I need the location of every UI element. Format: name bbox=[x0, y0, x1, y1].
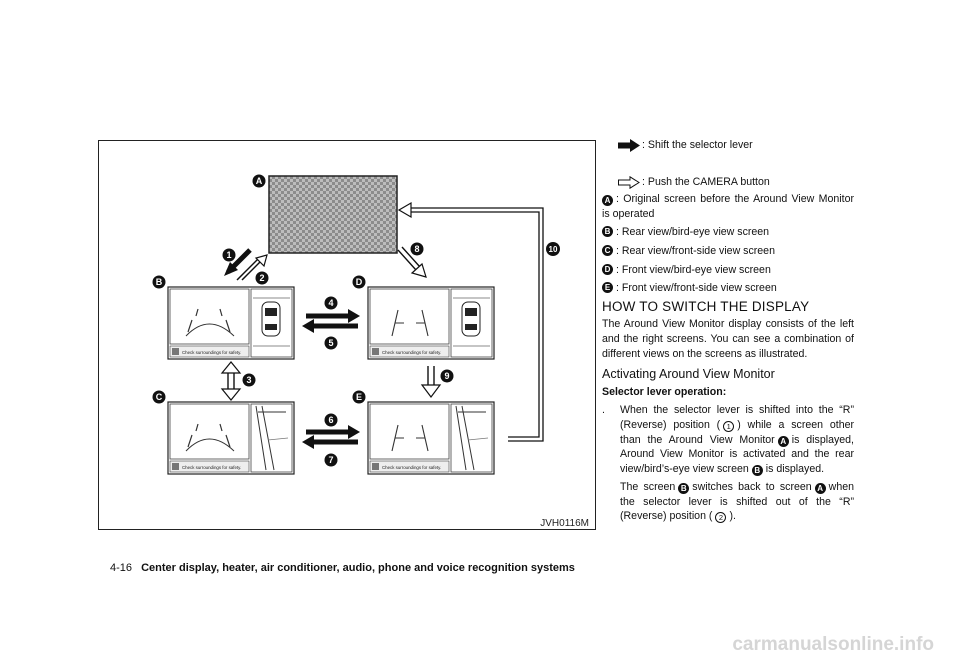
arrow-2 bbox=[236, 254, 268, 281]
section-intro: The Around View Monitor display consists… bbox=[602, 318, 854, 360]
arrow-7 bbox=[302, 435, 358, 449]
svg-text:C: C bbox=[156, 392, 163, 402]
arrow-5 bbox=[302, 319, 358, 333]
page-number: 4-16 bbox=[110, 562, 133, 574]
legend-push-text: : Push the CAMERA button bbox=[642, 175, 770, 188]
marker-e-icon: E bbox=[602, 282, 613, 294]
svg-text:D: D bbox=[356, 277, 363, 287]
svg-text:2: 2 bbox=[259, 273, 264, 283]
around-view-diagram: A Check surroundings for safety. B Check… bbox=[98, 140, 596, 530]
subsection-title: Activating Around View Monitor bbox=[602, 367, 775, 382]
arrow-9 bbox=[420, 366, 442, 398]
text-column: : Shift the selector lever : Push the CA… bbox=[602, 138, 854, 524]
marker-d-icon: D bbox=[602, 263, 613, 275]
step-1-icon: 1 bbox=[723, 420, 735, 432]
step-10: 10 bbox=[546, 242, 560, 256]
bullet-item: . When the selector lever is shifted int… bbox=[602, 403, 854, 524]
svg-text:E: E bbox=[356, 392, 362, 402]
screen-d: Check surroundings for safety. bbox=[367, 286, 495, 360]
legend-item-e-text: : Front view/front-side view screen bbox=[616, 282, 777, 295]
bullet-mark: . bbox=[602, 404, 605, 417]
arrow-6 bbox=[306, 425, 360, 439]
svg-text:3: 3 bbox=[246, 375, 251, 385]
step-8: 8 bbox=[410, 242, 424, 256]
legend-item-b-text: : Rear view/bird-eye view screen bbox=[616, 226, 770, 239]
step-2-icon: 2 bbox=[715, 512, 727, 524]
label-b: B bbox=[152, 275, 166, 289]
legend-item-b: B : Rear view/bird-eye view screen bbox=[602, 225, 854, 240]
section-title: HOW TO SWITCH THE DISPLAY bbox=[602, 298, 810, 314]
svg-text:Check surroundings for safety.: Check surroundings for safety. bbox=[182, 465, 241, 470]
shift-arrow-icon bbox=[618, 139, 640, 152]
marker-b-icon: B bbox=[678, 483, 690, 495]
arrow-4 bbox=[306, 309, 360, 323]
subsection-heading: Selector lever operation: bbox=[602, 385, 727, 398]
svg-text:5: 5 bbox=[328, 338, 333, 348]
page-footer: 4-16 Center display, heater, air conditi… bbox=[110, 562, 575, 574]
screen-e: Check surroundings for safety. bbox=[367, 401, 495, 475]
label-c: C bbox=[152, 390, 166, 404]
screen-b: Check surroundings for safety. bbox=[167, 286, 295, 360]
label-e: E bbox=[352, 390, 366, 404]
screen-c: Check surroundings for safety. bbox=[167, 401, 295, 475]
svg-text:B: B bbox=[156, 277, 163, 287]
push-arrow-icon bbox=[618, 175, 640, 189]
svg-text:7: 7 bbox=[328, 455, 333, 465]
step-5: 5 bbox=[324, 336, 338, 350]
legend-item-c-text: : Rear view/front-side view screen bbox=[616, 244, 775, 257]
step-6: 6 bbox=[324, 413, 338, 427]
arrow-1 bbox=[224, 248, 252, 276]
step-3: 3 bbox=[242, 373, 256, 387]
svg-text:4: 4 bbox=[328, 298, 333, 308]
chapter-title: Center display, heater, air conditioner,… bbox=[141, 562, 575, 574]
svg-text:6: 6 bbox=[328, 415, 333, 425]
marker-a-icon: A bbox=[602, 195, 613, 207]
legend-shift: : Shift the selector lever bbox=[618, 138, 854, 153]
step-7: 7 bbox=[324, 453, 338, 467]
step-2: 2 bbox=[255, 271, 269, 285]
legend-item-a: A: Original screen before the Around Vie… bbox=[602, 192, 854, 221]
label-d: D bbox=[352, 275, 366, 289]
legend-item-e: E : Front view/front-side view screen bbox=[602, 281, 854, 296]
step-9: 9 bbox=[440, 369, 454, 383]
svg-text:A: A bbox=[256, 176, 263, 186]
legend-item-c: C : Rear view/front-side view screen bbox=[602, 244, 854, 259]
arrow-3 bbox=[220, 361, 242, 401]
marker-a-icon: A bbox=[814, 483, 826, 495]
step-1: 1 bbox=[222, 248, 236, 262]
legend-push: : Push the CAMERA button bbox=[618, 175, 854, 190]
figure-code: JVH0116M bbox=[540, 518, 589, 529]
legend-item-d-text: : Front view/bird-eye view screen bbox=[616, 263, 771, 276]
svg-text:Check surroundings for safety.: Check surroundings for safety. bbox=[182, 350, 241, 355]
arrow-8 bbox=[397, 246, 427, 278]
svg-text:Check surroundings for safety.: Check surroundings for safety. bbox=[382, 465, 441, 470]
svg-text:Check surroundings for safety.: Check surroundings for safety. bbox=[382, 350, 441, 355]
legend-shift-text: : Shift the selector lever bbox=[642, 139, 753, 151]
svg-text:10: 10 bbox=[549, 245, 558, 254]
svg-text:8: 8 bbox=[414, 244, 419, 254]
svg-text:9: 9 bbox=[444, 371, 449, 381]
marker-c-icon: C bbox=[602, 244, 613, 256]
label-a: A bbox=[252, 174, 266, 188]
bullet-paragraph-1: When the selector lever is shifted into … bbox=[620, 404, 855, 476]
svg-text:1: 1 bbox=[226, 250, 231, 260]
marker-b-icon: B bbox=[602, 226, 613, 238]
watermark: carmanualsonline.info bbox=[732, 634, 934, 655]
marker-b-icon: B bbox=[751, 464, 763, 476]
legend-item-d: D : Front view/bird-eye view screen bbox=[602, 263, 854, 278]
marker-a-icon: A bbox=[777, 435, 789, 447]
legend-item-a-text: : Original screen before the Around View… bbox=[602, 193, 854, 220]
screen-a bbox=[268, 175, 398, 254]
step-4: 4 bbox=[324, 296, 338, 310]
arrow-10 bbox=[397, 201, 544, 442]
